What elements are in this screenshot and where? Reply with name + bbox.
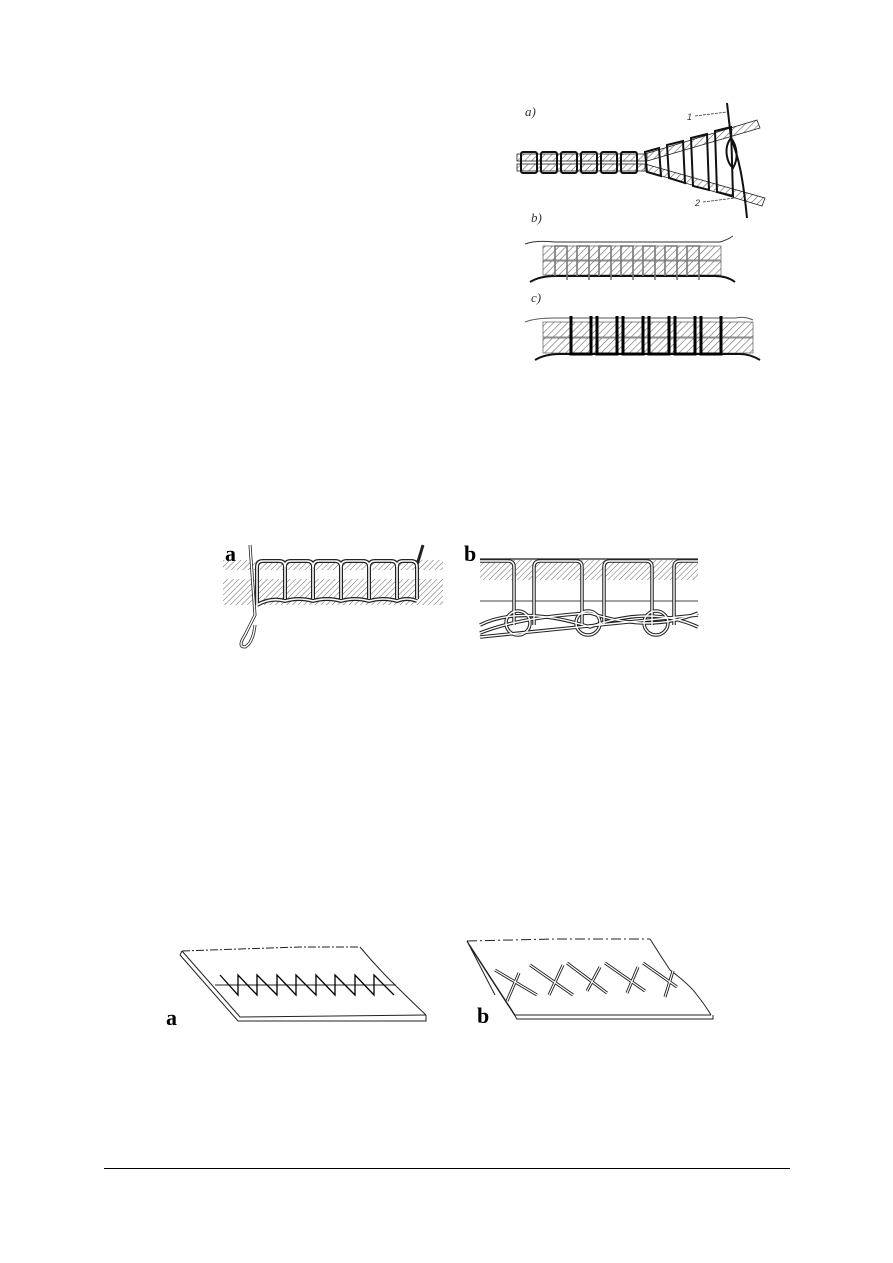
panel-label-a: a (225, 541, 236, 566)
chain-stitch-a-illustration: a (223, 541, 443, 649)
figure-chain-stitch-a: a (215, 535, 455, 660)
zigzag-stitch-b-illustration: b (466, 938, 714, 1028)
chain-stitch-b-illustration: b (464, 541, 699, 639)
footer-rule (104, 1168, 790, 1169)
panel-label-b: b (477, 1003, 489, 1028)
panel-c-drawing (524, 316, 761, 361)
seam-cross-sections-illustration: a) 1 2 (516, 102, 766, 361)
panel-label-a: a) (525, 104, 536, 119)
panel-label-b: b (464, 541, 476, 566)
callout-2: 2 (694, 198, 700, 208)
figure-zigzag-stitch-a: a (160, 925, 450, 1040)
panel-label-a: a (166, 1005, 177, 1030)
callout-1: 1 (687, 112, 692, 122)
figure-zigzag-stitch-b: b (455, 925, 735, 1040)
panel-b-drawing (524, 235, 736, 283)
zigzag-stitch-a-illustration: a (166, 946, 427, 1030)
figure-seam-cross-sections: a) 1 2 (495, 98, 780, 373)
panel-label-b: b) (531, 210, 542, 225)
panel-label-c: c) (531, 290, 541, 305)
panel-a-drawing (516, 102, 766, 219)
figure-chain-stitch-b: b (460, 535, 710, 665)
